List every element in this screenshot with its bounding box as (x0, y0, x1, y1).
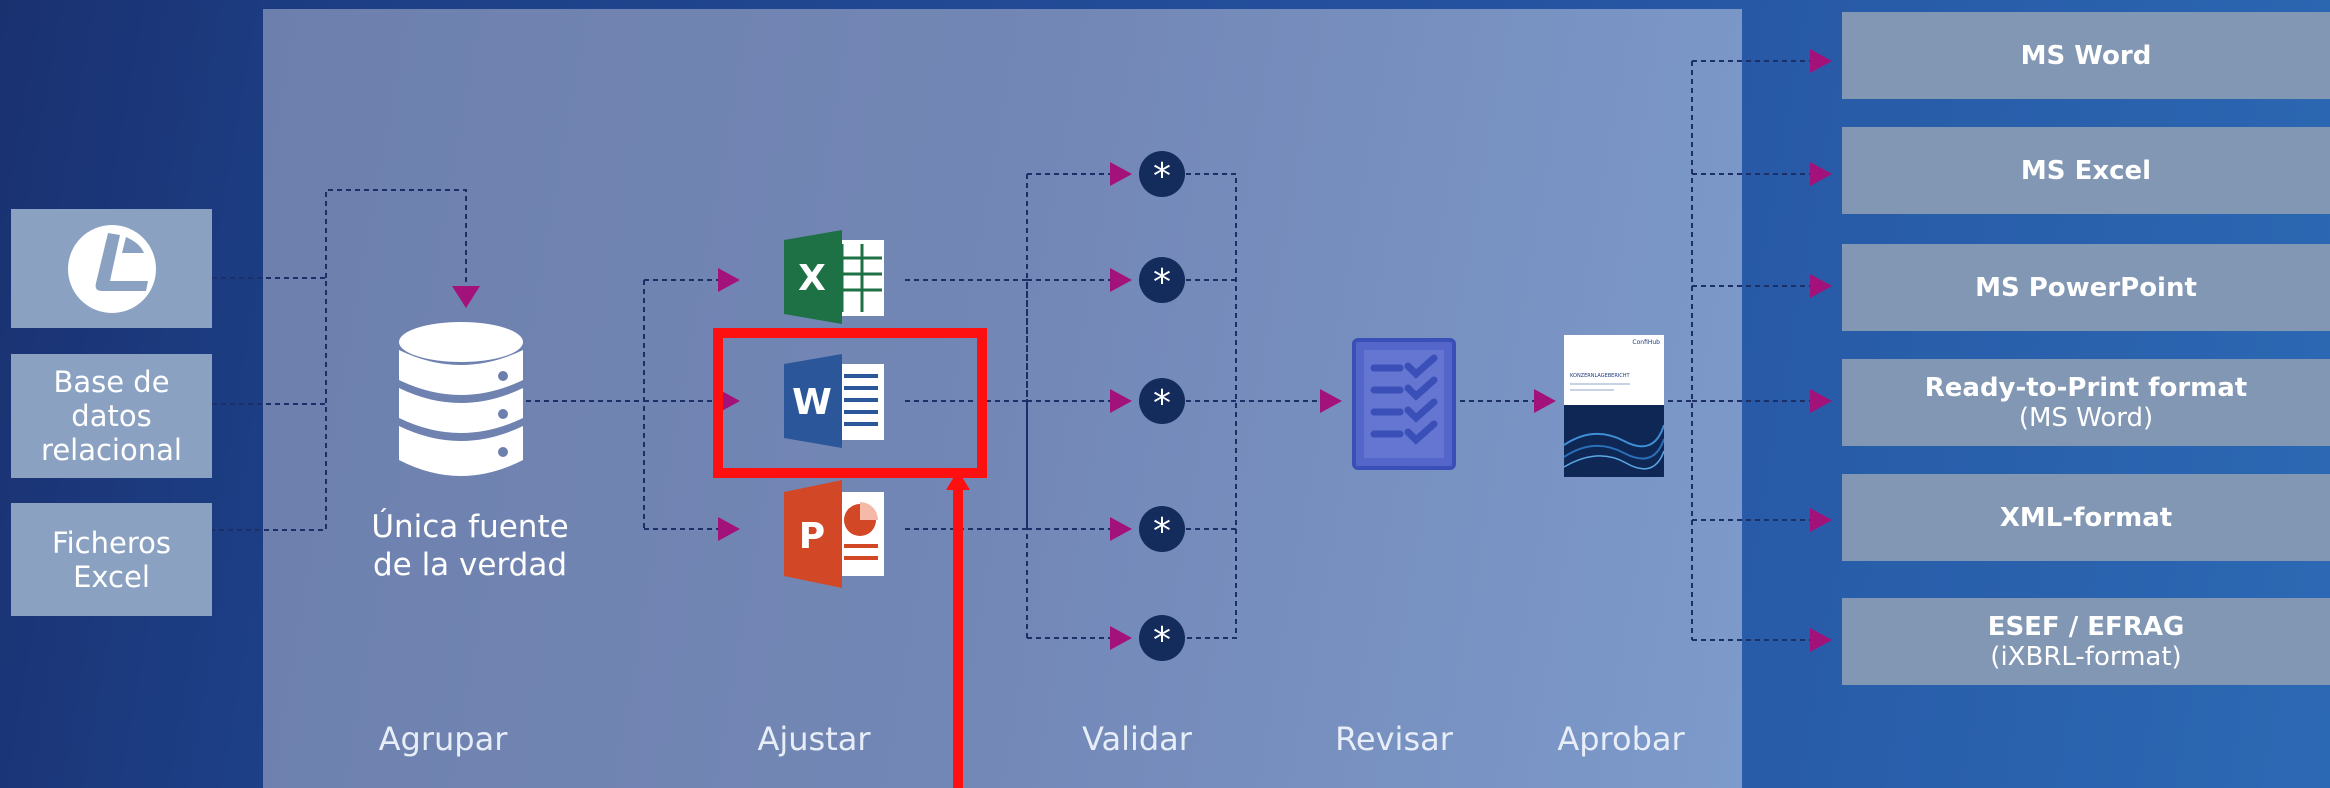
svg-text:*: * (1153, 511, 1171, 552)
source-logo-box (11, 209, 212, 328)
output-xml-format: XML-format (1842, 474, 2330, 561)
output-esef-efrag: ESEF / EFRAG (iXBRL-format) (1842, 598, 2330, 685)
hub-label-line2: de la verdad (372, 547, 568, 583)
output-main-label: MS Excel (2020, 155, 2152, 186)
stage-label-validar: Validar (1082, 720, 1192, 758)
output-main-label: XML-format (1999, 502, 2173, 533)
output-sub-label: (MS Word) (2018, 402, 2154, 433)
source-excel-box: Ficheros Excel (11, 503, 212, 616)
powerpoint-icon: P (784, 480, 884, 588)
svg-text:*: * (1153, 156, 1171, 197)
validation-nodes: * * * * * (1139, 151, 1185, 661)
output-main-label: MS Word (2020, 40, 2152, 71)
word-icon-letter: W (792, 382, 832, 423)
svg-text:*: * (1153, 383, 1171, 424)
report-cover-brand: ConfiHub (1632, 339, 1660, 346)
output-main-label: ESEF / EFRAG (1987, 611, 2185, 642)
asterisk-icon: * (1139, 151, 1185, 197)
highlight-pointer-arrowhead (946, 470, 970, 490)
svg-text:*: * (1153, 620, 1171, 661)
excel-icon: X (784, 230, 884, 324)
highlight-box (713, 328, 987, 478)
output-ready-to-print: Ready-to-Print format (MS Word) (1842, 359, 2330, 446)
stage-label-ajustar: Ajustar (757, 720, 871, 758)
output-sub-label: (iXBRL-format) (1990, 641, 2182, 672)
output-ms-powerpoint: MS PowerPoint (1842, 244, 2330, 331)
asterisk-icon: * (1139, 257, 1185, 303)
source-database-box: Base de datos relacional (11, 354, 212, 478)
report-cover-icon: ConfiHub KONZERNLAGEBERICHT (1564, 335, 1664, 477)
stage-label-agrupar: Agrupar (378, 720, 508, 758)
word-icon: W (784, 354, 884, 448)
database-icon (399, 322, 523, 476)
asterisk-icon: * (1139, 506, 1185, 552)
output-main-label: MS PowerPoint (1975, 272, 2197, 303)
output-ms-excel: MS Excel (1842, 127, 2330, 214)
logo-icon (67, 224, 156, 313)
hub-label: Única fuente de la verdad (340, 508, 600, 584)
hub-label-line1: Única fuente (371, 509, 569, 545)
excel-icon-letter: X (798, 258, 826, 299)
output-ms-word: MS Word (1842, 12, 2330, 99)
stage-label-revisar: Revisar (1335, 720, 1453, 758)
report-cover-title: KONZERNLAGEBERICHT (1570, 373, 1630, 379)
source-excel-label: Ficheros Excel (52, 525, 171, 594)
svg-text:*: * (1153, 262, 1171, 303)
asterisk-icon: * (1139, 378, 1185, 424)
checklist-icon (1352, 338, 1456, 470)
output-main-label: Ready-to-Print format (1924, 372, 2248, 403)
powerpoint-icon-letter: P (799, 516, 825, 557)
source-database-label: Base de datos relacional (41, 365, 182, 467)
stage-label-aprobar: Aprobar (1557, 720, 1685, 758)
asterisk-icon: * (1139, 615, 1185, 661)
